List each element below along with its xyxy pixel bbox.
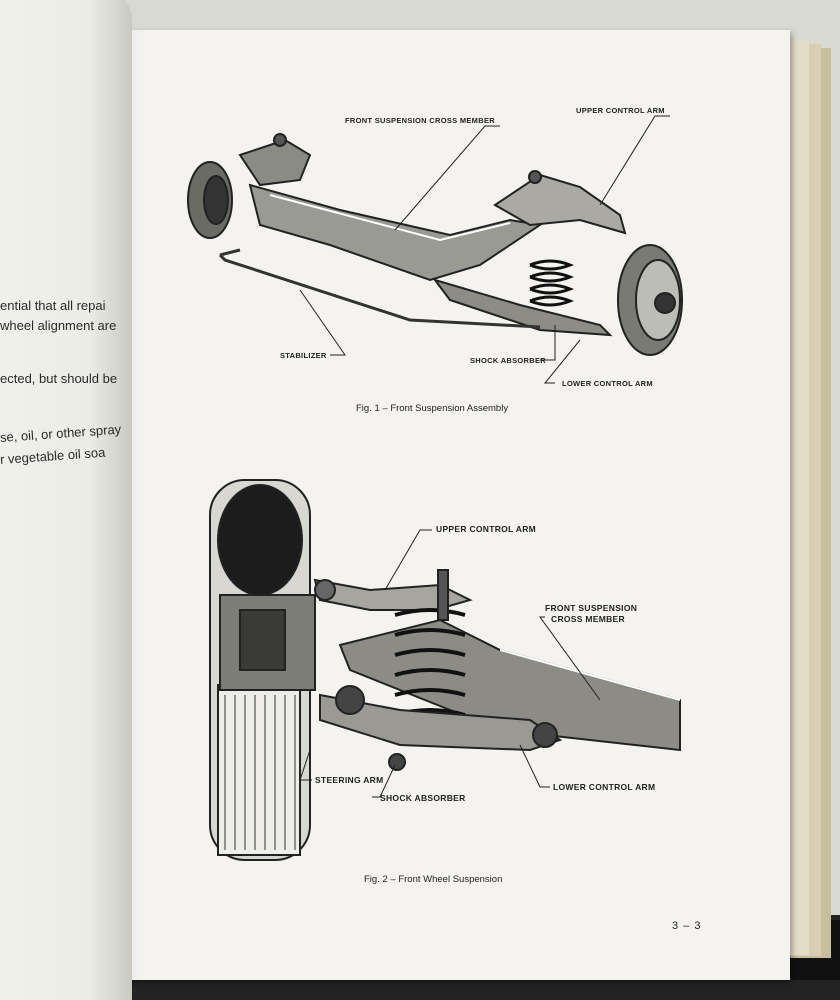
label-upper-control-arm: UPPER CONTROL ARM — [576, 106, 665, 115]
label-shock-absorber: SHOCK ABSORBER — [470, 356, 547, 365]
left-text-line: wheel alignment are — [0, 318, 117, 333]
label-lower-control-arm: LOWER CONTROL ARM — [562, 379, 653, 388]
label-shock-absorber: SHOCK ABSORBER — [380, 793, 466, 803]
label-upper-control-arm: UPPER CONTROL ARM — [436, 524, 537, 534]
label-cross-member: CROSS MEMBER — [551, 614, 625, 624]
label-lower-control-arm: LOWER CONTROL ARM — [553, 782, 656, 792]
label-front-suspension: FRONT SUSPENSION — [545, 603, 638, 613]
figure1-caption: Fig. 1 – Front Suspension Assembly — [356, 403, 509, 414]
figure2-caption: Fig. 2 – Front Wheel Suspension — [364, 874, 503, 885]
left-text-line: ected, but should be — [0, 371, 118, 386]
label-front-suspension-cross-member: FRONT SUSPENSION CROSS MEMBER — [345, 116, 495, 125]
left-text-line: ential that all repai — [0, 298, 106, 313]
front-suspension-assembly-illustration — [187, 133, 683, 356]
left-text-line: se, oil, or other spray — [0, 421, 122, 445]
label-steering-arm: STEERING ARM — [315, 775, 384, 785]
front-wheel-suspension-illustration — [209, 479, 681, 861]
left-text-line: r vegetable oil soa — [0, 444, 106, 467]
label-stabilizer: STABILIZER — [280, 351, 327, 360]
page-number: 3 – 3 — [672, 920, 702, 932]
left-page: ential that all repai wheel alignment ar… — [0, 0, 132, 1000]
